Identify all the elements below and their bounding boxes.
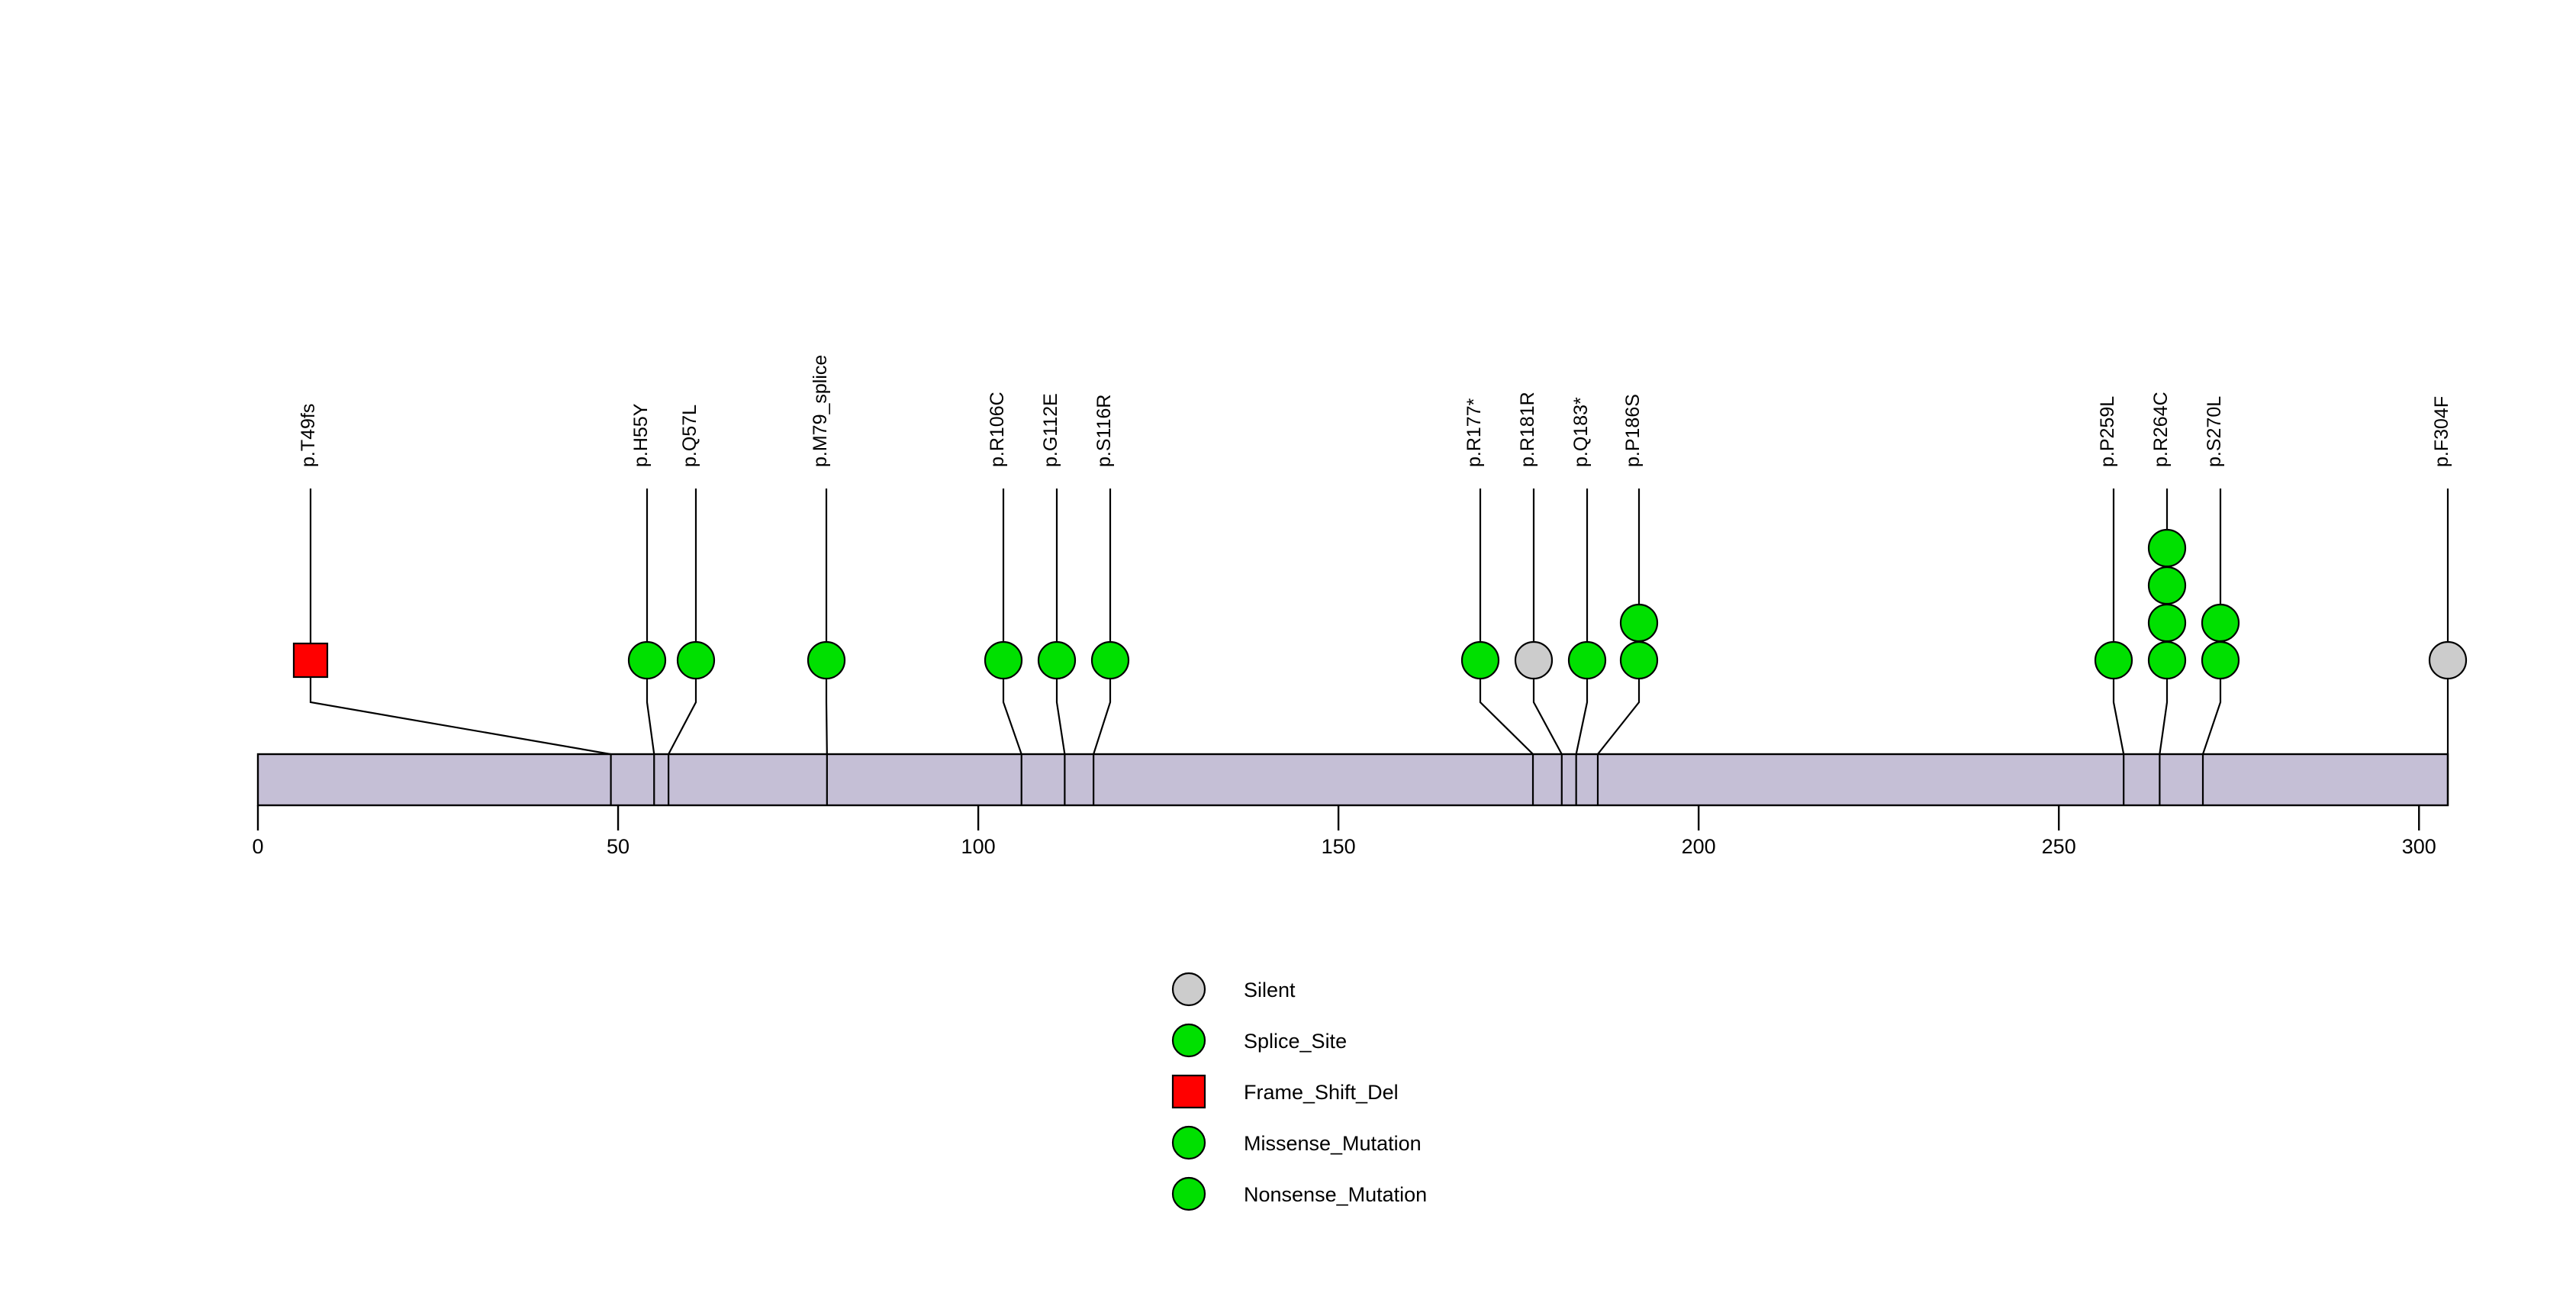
legend-swatch-circle: [1171, 972, 1206, 1007]
lollipop-stem: [646, 489, 655, 805]
mutation-label: p.S116R: [1093, 395, 1115, 467]
mutation-label: p.P259L: [2097, 396, 2118, 467]
mutation-marker-circle[interactable]: [1514, 640, 1554, 680]
mutation-label: p.Q183*: [1570, 397, 1592, 467]
legend-label: Frame_Shift_Del: [1244, 1081, 1399, 1104]
legend-swatch-circle: [1171, 1125, 1206, 1160]
axis-tick-label: 250: [2042, 835, 2076, 858]
mutation-marker-circle[interactable]: [984, 640, 1023, 680]
mutation-marker-circle[interactable]: [1460, 640, 1500, 680]
legend-swatch-circle: [1171, 1176, 1206, 1211]
lollipop-stem: [1532, 489, 1563, 805]
mutation-label: p.Q57L: [679, 405, 700, 467]
axis-tick-label: 0: [252, 835, 263, 858]
mutation-marker-circle[interactable]: [2147, 528, 2187, 568]
mutation-marker-circle[interactable]: [2201, 640, 2240, 680]
mutation-marker-circle[interactable]: [2147, 566, 2187, 605]
axis-tick-label: 100: [961, 835, 996, 858]
mutation-class-legend: SilentSplice_SiteFrame_Shift_DelMissense…: [1171, 972, 1427, 1211]
position-axis: 0 50 100 150 200 250 300: [252, 805, 2436, 858]
lollipop-stem: [309, 489, 612, 805]
axis-tick-label: 150: [1322, 835, 1356, 858]
protein-domain-track: [256, 753, 2449, 807]
mutation-marker-circle[interactable]: [1037, 640, 1077, 680]
protein-bar: [256, 753, 2449, 807]
lollipop-stem: [2201, 489, 2222, 805]
mutation-label: p.R106C: [987, 392, 1008, 467]
lollipop-stem: [1055, 489, 1066, 805]
legend-swatch-circle: [1171, 1023, 1206, 1058]
lollipop-stem: [1575, 489, 1589, 805]
mutation-marker-circle[interactable]: [1619, 603, 1659, 643]
lollipop-stem: [1093, 489, 1112, 805]
lollipop-stem: [668, 489, 697, 805]
mutation-label: p.R177*: [1463, 398, 1485, 467]
lollipop-stem: [1002, 489, 1022, 805]
mutation-label: p.T49fs: [298, 404, 319, 467]
mutation-marker-circle[interactable]: [627, 640, 667, 680]
mutation-marker-circle[interactable]: [1567, 640, 1607, 680]
lollipop-stem: [1479, 489, 1534, 805]
legend-label: Silent: [1244, 979, 1296, 1001]
mutation-marker-circle[interactable]: [807, 640, 846, 680]
mutation-marker-circle[interactable]: [2094, 640, 2133, 680]
axis-tick-label: 300: [2402, 835, 2436, 858]
mutation-label: p.F304F: [2431, 396, 2452, 467]
lollipop-stems: [309, 489, 2449, 805]
mutation-marker-circle[interactable]: [2428, 640, 2468, 680]
mutation-marker-circle[interactable]: [2147, 603, 2187, 643]
mutation-label: p.H55Y: [630, 403, 652, 467]
mutation-marker-circle[interactable]: [1090, 640, 1130, 680]
axis-tick-label: 200: [1682, 835, 1716, 858]
mutation-label: p.M79_splice: [810, 355, 831, 467]
lollipop-stem: [1596, 489, 1641, 805]
mutation-marker-circle[interactable]: [2147, 640, 2187, 680]
mutation-marker-circle[interactable]: [2201, 603, 2240, 643]
lollipop-labels: p.T49fs p.H55Y p.Q57L p.M79_splice p.R106C p.…: [298, 355, 2452, 467]
mutation-marker-circle[interactable]: [676, 640, 716, 680]
lollipop-stem: [2112, 489, 2125, 805]
mutation-label: p.R264C: [2150, 392, 2172, 467]
lollipop-stem: [825, 489, 828, 805]
axis-tick-label: 50: [607, 835, 630, 858]
legend-label: Splice_Site: [1244, 1030, 1347, 1053]
mutation-label: p.S270L: [2204, 396, 2225, 467]
lollipop-markers: [292, 528, 2468, 680]
mutation-marker-square[interactable]: [292, 642, 329, 679]
legend-label: Missense_Mutation: [1244, 1132, 1422, 1155]
mutation-label: p.P186S: [1622, 394, 1644, 467]
mutation-label: p.G112E: [1040, 393, 1061, 467]
mutation-label: p.R181R: [1517, 392, 1538, 467]
legend-swatch-square: [1171, 1074, 1206, 1109]
legend-label: Nonsense_Mutation: [1244, 1183, 1427, 1206]
mutation-marker-circle[interactable]: [1619, 640, 1659, 680]
